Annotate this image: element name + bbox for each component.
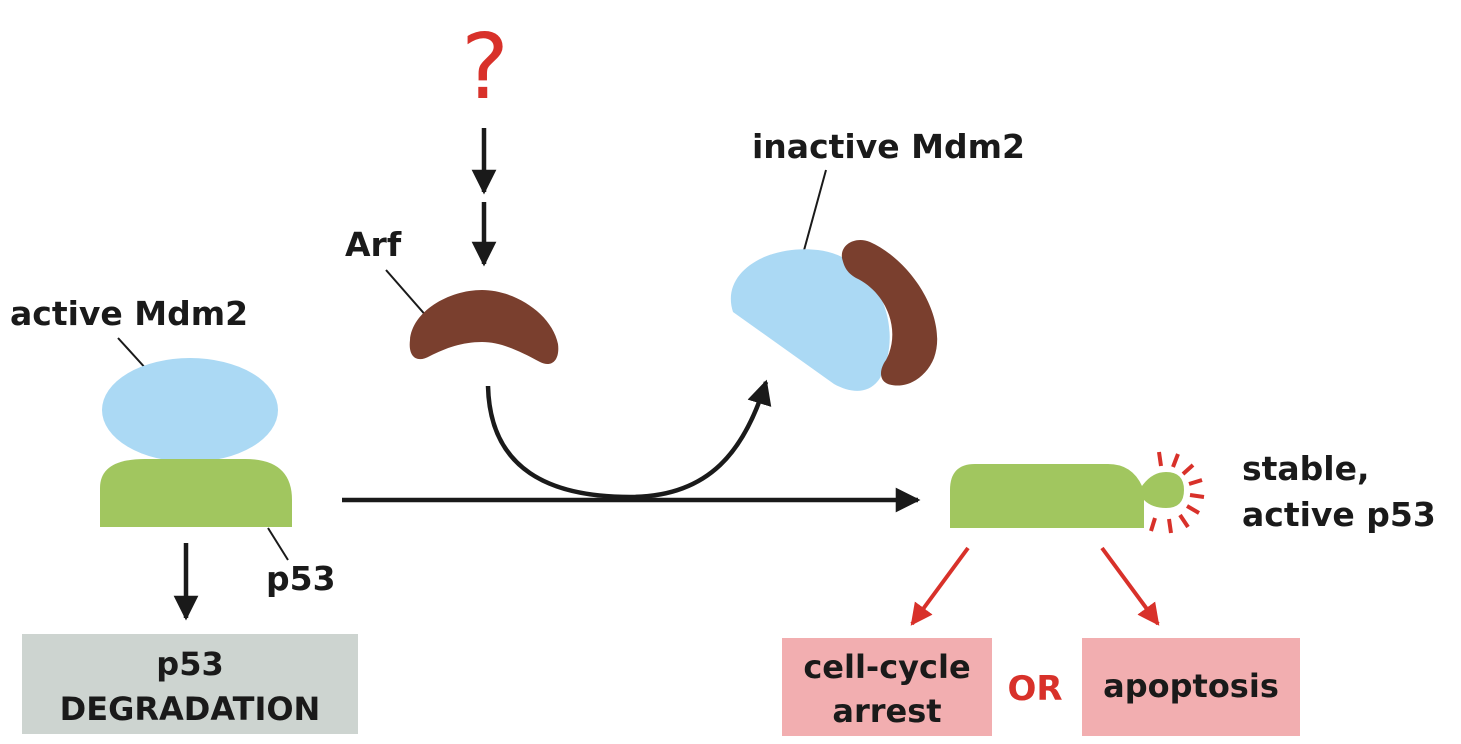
arrest-box-line1: cell-cycle xyxy=(803,648,970,686)
cell-cycle-arrest-box xyxy=(782,638,992,736)
degradation-box-line2: DEGRADATION xyxy=(60,690,321,728)
question-mark: ? xyxy=(461,15,509,120)
inactive-mdm2-shape xyxy=(730,249,890,391)
inactive-mdm2-leader-line xyxy=(802,169,827,255)
arf-leader-line xyxy=(385,269,429,319)
active-mdm2-leader-line xyxy=(117,337,149,372)
p53-leader-line xyxy=(267,527,289,561)
arf-binds-mdm2-arrow xyxy=(485,379,772,500)
stable-p53-shape xyxy=(950,464,1184,528)
arf-bound-shape xyxy=(841,239,938,386)
arf-label: Arf xyxy=(345,225,402,264)
or-label: OR xyxy=(1007,669,1062,709)
apoptosis-arrow xyxy=(1100,546,1160,626)
p53-label: p53 xyxy=(266,559,336,598)
inactive-mdm2-label: inactive Mdm2 xyxy=(752,127,1025,166)
active-mdm2-label: active Mdm2 xyxy=(10,294,248,333)
activation-rays-icon xyxy=(1149,451,1205,534)
p53-degradation-box xyxy=(22,634,358,734)
stable-p53-label-line2: active p53 xyxy=(1242,495,1436,534)
arf-shape xyxy=(409,290,559,364)
p53-bound-shape xyxy=(100,459,292,527)
stable-p53-label-line1: stable, xyxy=(1242,449,1370,488)
degradation-box-line1: p53 xyxy=(156,645,223,683)
arrest-box-line2: arrest xyxy=(832,692,941,730)
apoptosis-box xyxy=(1082,638,1300,736)
active-mdm2-shape xyxy=(102,358,278,462)
apoptosis-box-line1: apoptosis xyxy=(1103,667,1279,705)
arrest-arrow xyxy=(910,546,970,626)
